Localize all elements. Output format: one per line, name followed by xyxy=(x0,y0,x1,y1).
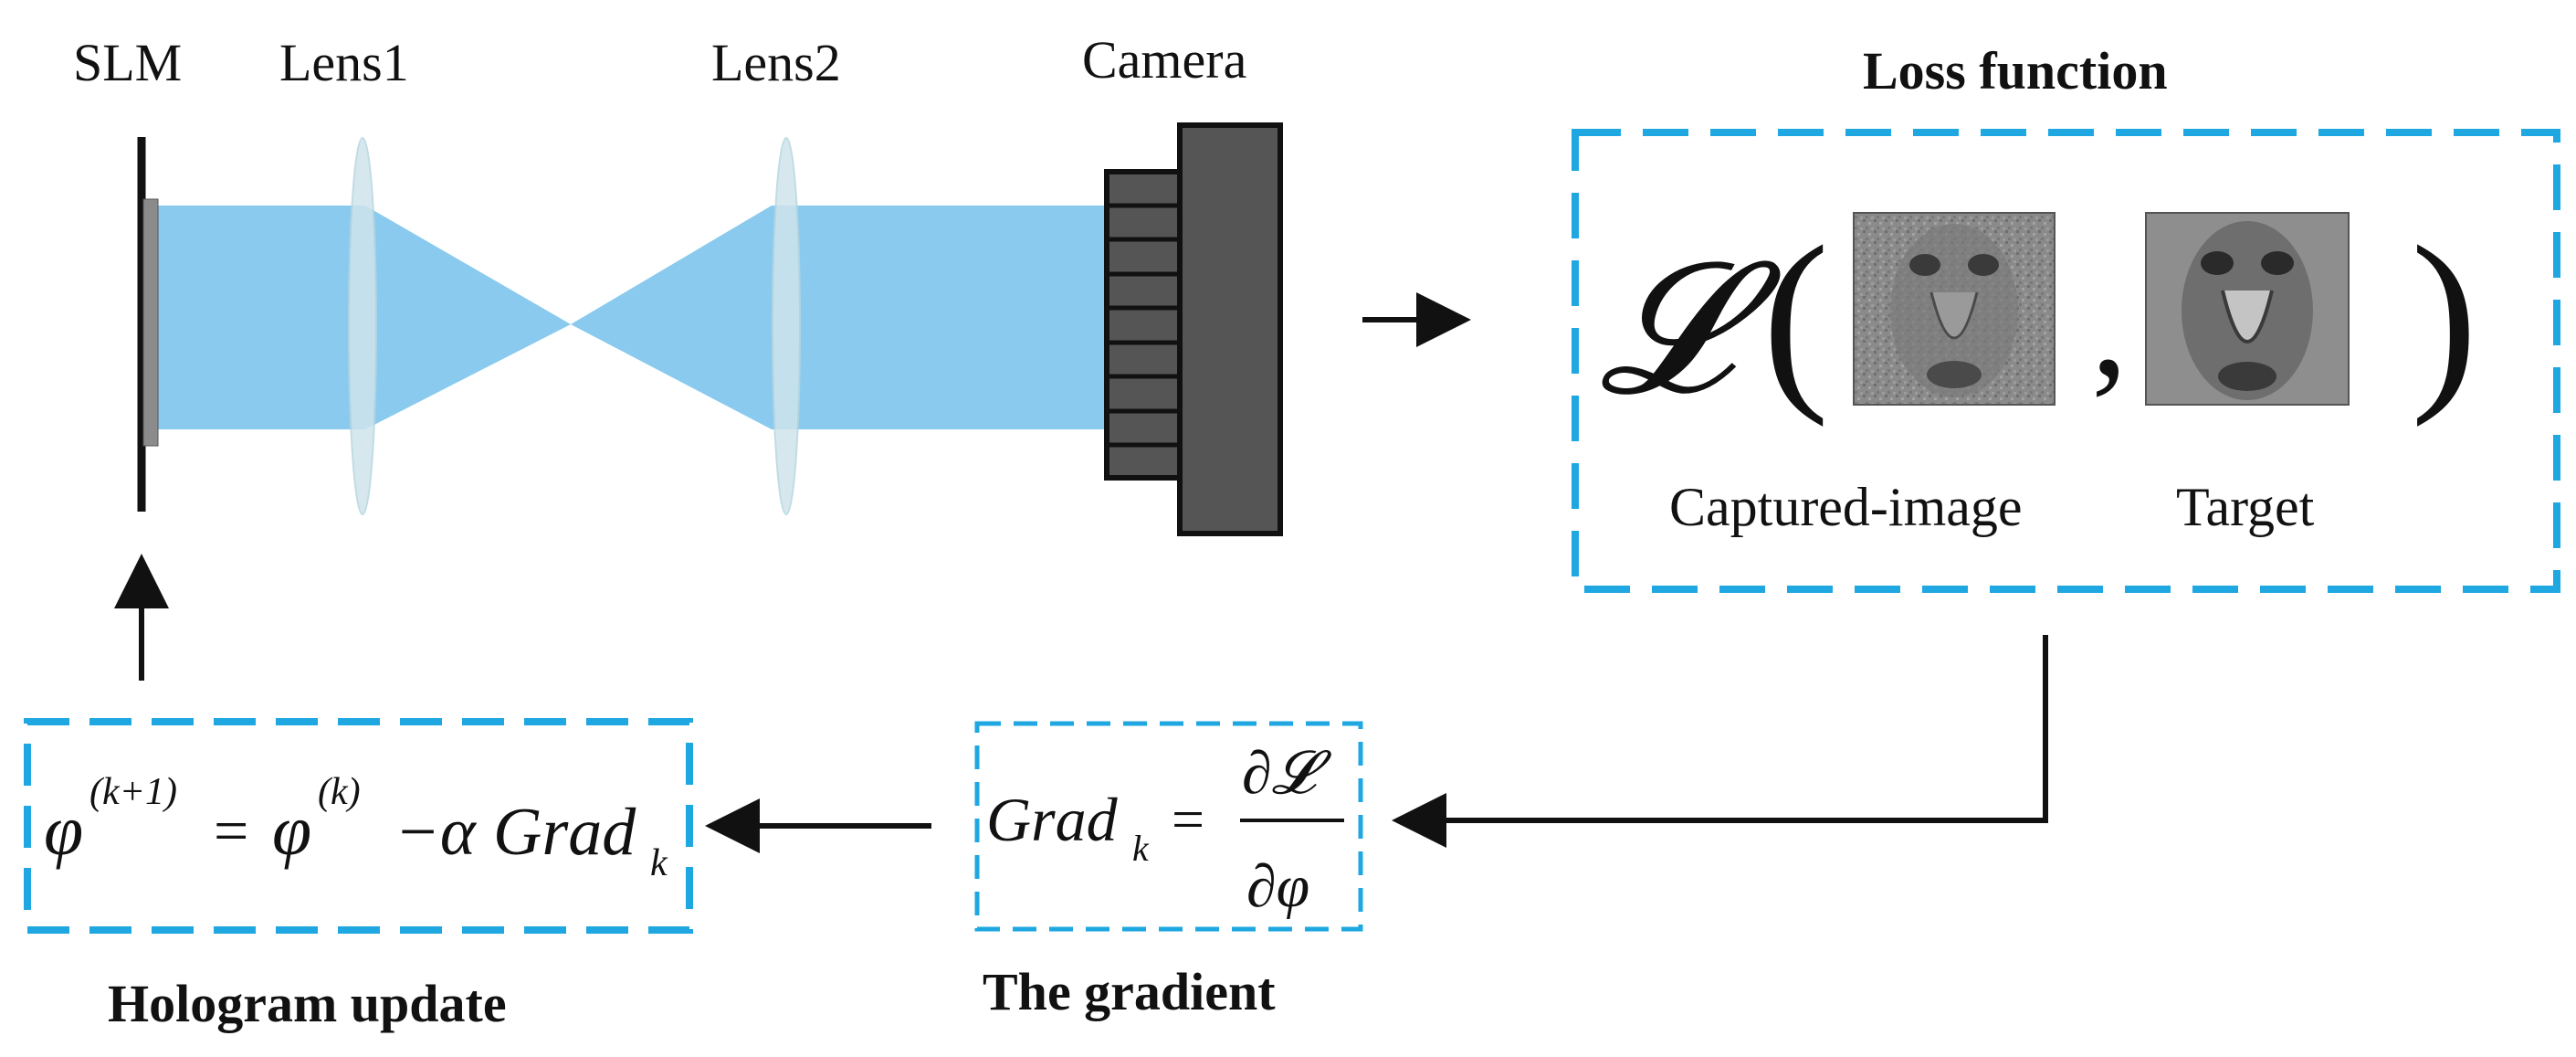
gradient-title: The gradient xyxy=(983,962,1276,1021)
gradient-numerator: ∂𝓛 xyxy=(1242,740,1332,807)
light-beam xyxy=(146,206,1109,429)
loss-open-paren: ( xyxy=(1762,205,1829,428)
camera xyxy=(1104,122,1283,536)
hologram-grad-subscript: k xyxy=(650,842,668,884)
slm xyxy=(137,137,159,512)
loss-function-title: Loss function xyxy=(1863,41,2168,100)
target-label: Target xyxy=(2176,477,2315,537)
captured-image-thumbnail xyxy=(1853,212,2056,406)
gradient-box xyxy=(974,721,1363,932)
gradient-equals: = xyxy=(1172,787,1204,851)
hologram-sup-cur: (k) xyxy=(318,771,361,813)
camera-label: Camera xyxy=(1082,30,1246,90)
gradient-denominator: ∂φ xyxy=(1246,853,1309,920)
lens1 xyxy=(348,137,377,515)
loss-to-gradient-arrow xyxy=(1392,635,2048,848)
loss-function-box xyxy=(1572,129,2560,593)
hologram-phi-cur: φ xyxy=(272,790,311,870)
loss-close-paren: ) xyxy=(2411,205,2477,428)
lens2-label: Lens2 xyxy=(711,33,841,92)
loss-symbol: 𝓛 xyxy=(1600,229,1782,431)
gradient-lhs-subscript: k xyxy=(1132,828,1150,869)
hologram-equals: = xyxy=(214,796,248,865)
gradient-lhs: Grad xyxy=(986,785,1119,854)
target-image-thumbnail xyxy=(2145,212,2350,406)
lens1-label: Lens1 xyxy=(279,33,409,92)
hologram-grad: Grad xyxy=(493,795,636,870)
lens2 xyxy=(772,137,801,515)
loss-comma: , xyxy=(2091,244,2128,407)
hologram-update-title: Hologram update xyxy=(108,974,507,1033)
hologram-update-box xyxy=(24,718,693,934)
hologram-phi-next: φ xyxy=(44,790,83,870)
captured-image-label: Captured-image xyxy=(1669,477,2023,537)
hologram-minus-alpha: −α xyxy=(394,795,478,870)
slm-label: SLM xyxy=(73,33,182,92)
hologram-sup-next: (k+1) xyxy=(89,771,177,813)
